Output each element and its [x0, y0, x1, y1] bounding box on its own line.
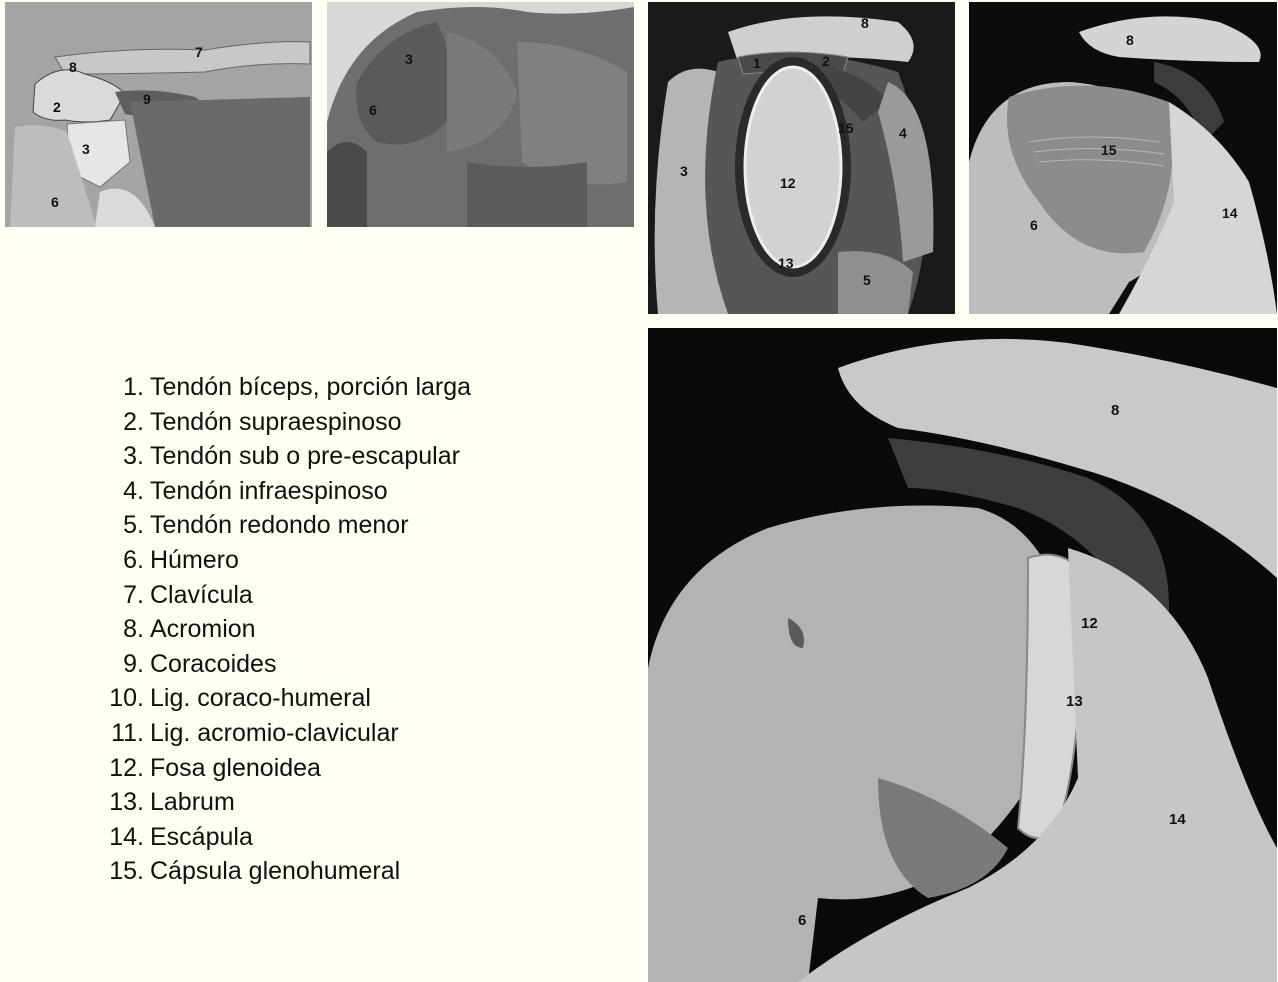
legend-text: Húmero	[150, 543, 239, 578]
panel-3-label-4: 4	[899, 125, 907, 141]
legend-item: 15.Cápsula glenohumeral	[100, 854, 620, 889]
panel-3-label-2: 2	[822, 53, 830, 69]
panel-1-label-6: 6	[51, 194, 59, 210]
legend-text: Tendón redondo menor	[150, 508, 409, 543]
panel-3-label-15: 15	[838, 120, 854, 136]
panel-1-label-3: 3	[82, 141, 90, 157]
panel-2-label-3: 3	[405, 51, 413, 67]
legend-item: 1.Tendón bíceps, porción larga	[100, 370, 620, 405]
panel-3-label-3: 3	[680, 163, 688, 179]
legend-item: 13.Labrum	[100, 785, 620, 820]
legend-number: 12.	[100, 751, 150, 786]
panel-1-label-7: 7	[195, 44, 203, 60]
legend-text: Tendón bíceps, porción larga	[150, 370, 471, 405]
legend-text: Tendón infraespinoso	[150, 474, 388, 509]
anatomy-legend: 1.Tendón bíceps, porción larga 2.Tendón …	[100, 370, 620, 889]
legend-text: Lig. coraco-humeral	[150, 681, 371, 716]
panel-5-label-14: 14	[1169, 811, 1186, 828]
legend-number: 3.	[100, 439, 150, 474]
shoulder-muscles-illustration: 3 6	[327, 2, 634, 227]
legend-text: Coracoides	[150, 647, 276, 682]
panel-3-label-1: 1	[753, 55, 761, 71]
panel-shoulder-front-bones: 7 8 2 9 3 6	[5, 2, 312, 227]
panel-3-label-5: 5	[863, 272, 871, 288]
legend-text: Cápsula glenohumeral	[150, 854, 400, 889]
panel-5-label-13: 13	[1066, 693, 1083, 710]
legend-text: Tendón supraespinoso	[150, 405, 402, 440]
capsule-illustration: 8 15 6 14	[969, 2, 1277, 314]
panel-3-label-8: 8	[861, 15, 869, 31]
panel-2-label-6: 6	[369, 102, 377, 118]
legend-number: 5.	[100, 508, 150, 543]
legend-text: Acromion	[150, 612, 256, 647]
legend-text: Tendón sub o pre-escapular	[150, 439, 460, 474]
panel-1-label-8: 8	[69, 59, 77, 75]
panel-3-label-13: 13	[778, 255, 794, 271]
legend-item: 11.Lig. acromio-clavicular	[100, 716, 620, 751]
legend-number: 14.	[100, 820, 150, 855]
legend-number: 11.	[100, 716, 150, 751]
legend-text: Clavícula	[150, 578, 253, 613]
legend-number: 1.	[100, 370, 150, 405]
legend-item: 9.Coracoides	[100, 647, 620, 682]
glenoid-tendons-illustration: 8 1 2 15 4 3 12 13 5	[648, 2, 955, 314]
legend-number: 7.	[100, 578, 150, 613]
panel-5-label-12: 12	[1081, 615, 1098, 632]
panel-5-label-6: 6	[798, 912, 806, 929]
legend-number: 9.	[100, 647, 150, 682]
legend-number: 6.	[100, 543, 150, 578]
panel-5-label-8: 8	[1111, 402, 1119, 419]
legend-item: 3.Tendón sub o pre-escapular	[100, 439, 620, 474]
panel-glenohumeral-capsule: 8 15 6 14	[969, 2, 1277, 314]
humeral-head-illustration: 8 12 13 14 6	[648, 328, 1277, 982]
legend-text: Lig. acromio-clavicular	[150, 716, 399, 751]
legend-item: 12.Fosa glenoidea	[100, 751, 620, 786]
legend-number: 8.	[100, 612, 150, 647]
legend-number: 10.	[100, 681, 150, 716]
legend-number: 13.	[100, 785, 150, 820]
legend-item: 7.Clavícula	[100, 578, 620, 613]
panel-4-label-8: 8	[1126, 32, 1134, 48]
legend-item: 4.Tendón infraespinoso	[100, 474, 620, 509]
legend-text: Fosa glenoidea	[150, 751, 321, 786]
legend-text: Labrum	[150, 785, 235, 820]
panel-4-label-14: 14	[1222, 205, 1238, 221]
legend-number: 2.	[100, 405, 150, 440]
legend-item: 6.Húmero	[100, 543, 620, 578]
legend-item: 2.Tendón supraespinoso	[100, 405, 620, 440]
panel-4-label-15: 15	[1101, 142, 1117, 158]
legend-item: 10.Lig. coraco-humeral	[100, 681, 620, 716]
legend-text: Escápula	[150, 820, 253, 855]
legend-number: 4.	[100, 474, 150, 509]
legend-item: 5.Tendón redondo menor	[100, 508, 620, 543]
panel-humeral-head-glenoid: 8 12 13 14 6	[648, 328, 1277, 982]
legend-item: 14.Escápula	[100, 820, 620, 855]
panel-4-label-6: 6	[1030, 217, 1038, 233]
panel-1-label-2: 2	[53, 99, 61, 115]
legend-number: 15.	[100, 854, 150, 889]
panel-1-label-9: 9	[143, 91, 151, 107]
panel-3-label-12: 12	[780, 175, 796, 191]
legend-item: 8.Acromion	[100, 612, 620, 647]
shoulder-bones-illustration: 7 8 2 9 3 6	[5, 2, 312, 227]
panel-glenoid-tendons: 8 1 2 15 4 3 12 13 5	[648, 2, 955, 314]
panel-shoulder-muscles: 3 6	[327, 2, 634, 227]
